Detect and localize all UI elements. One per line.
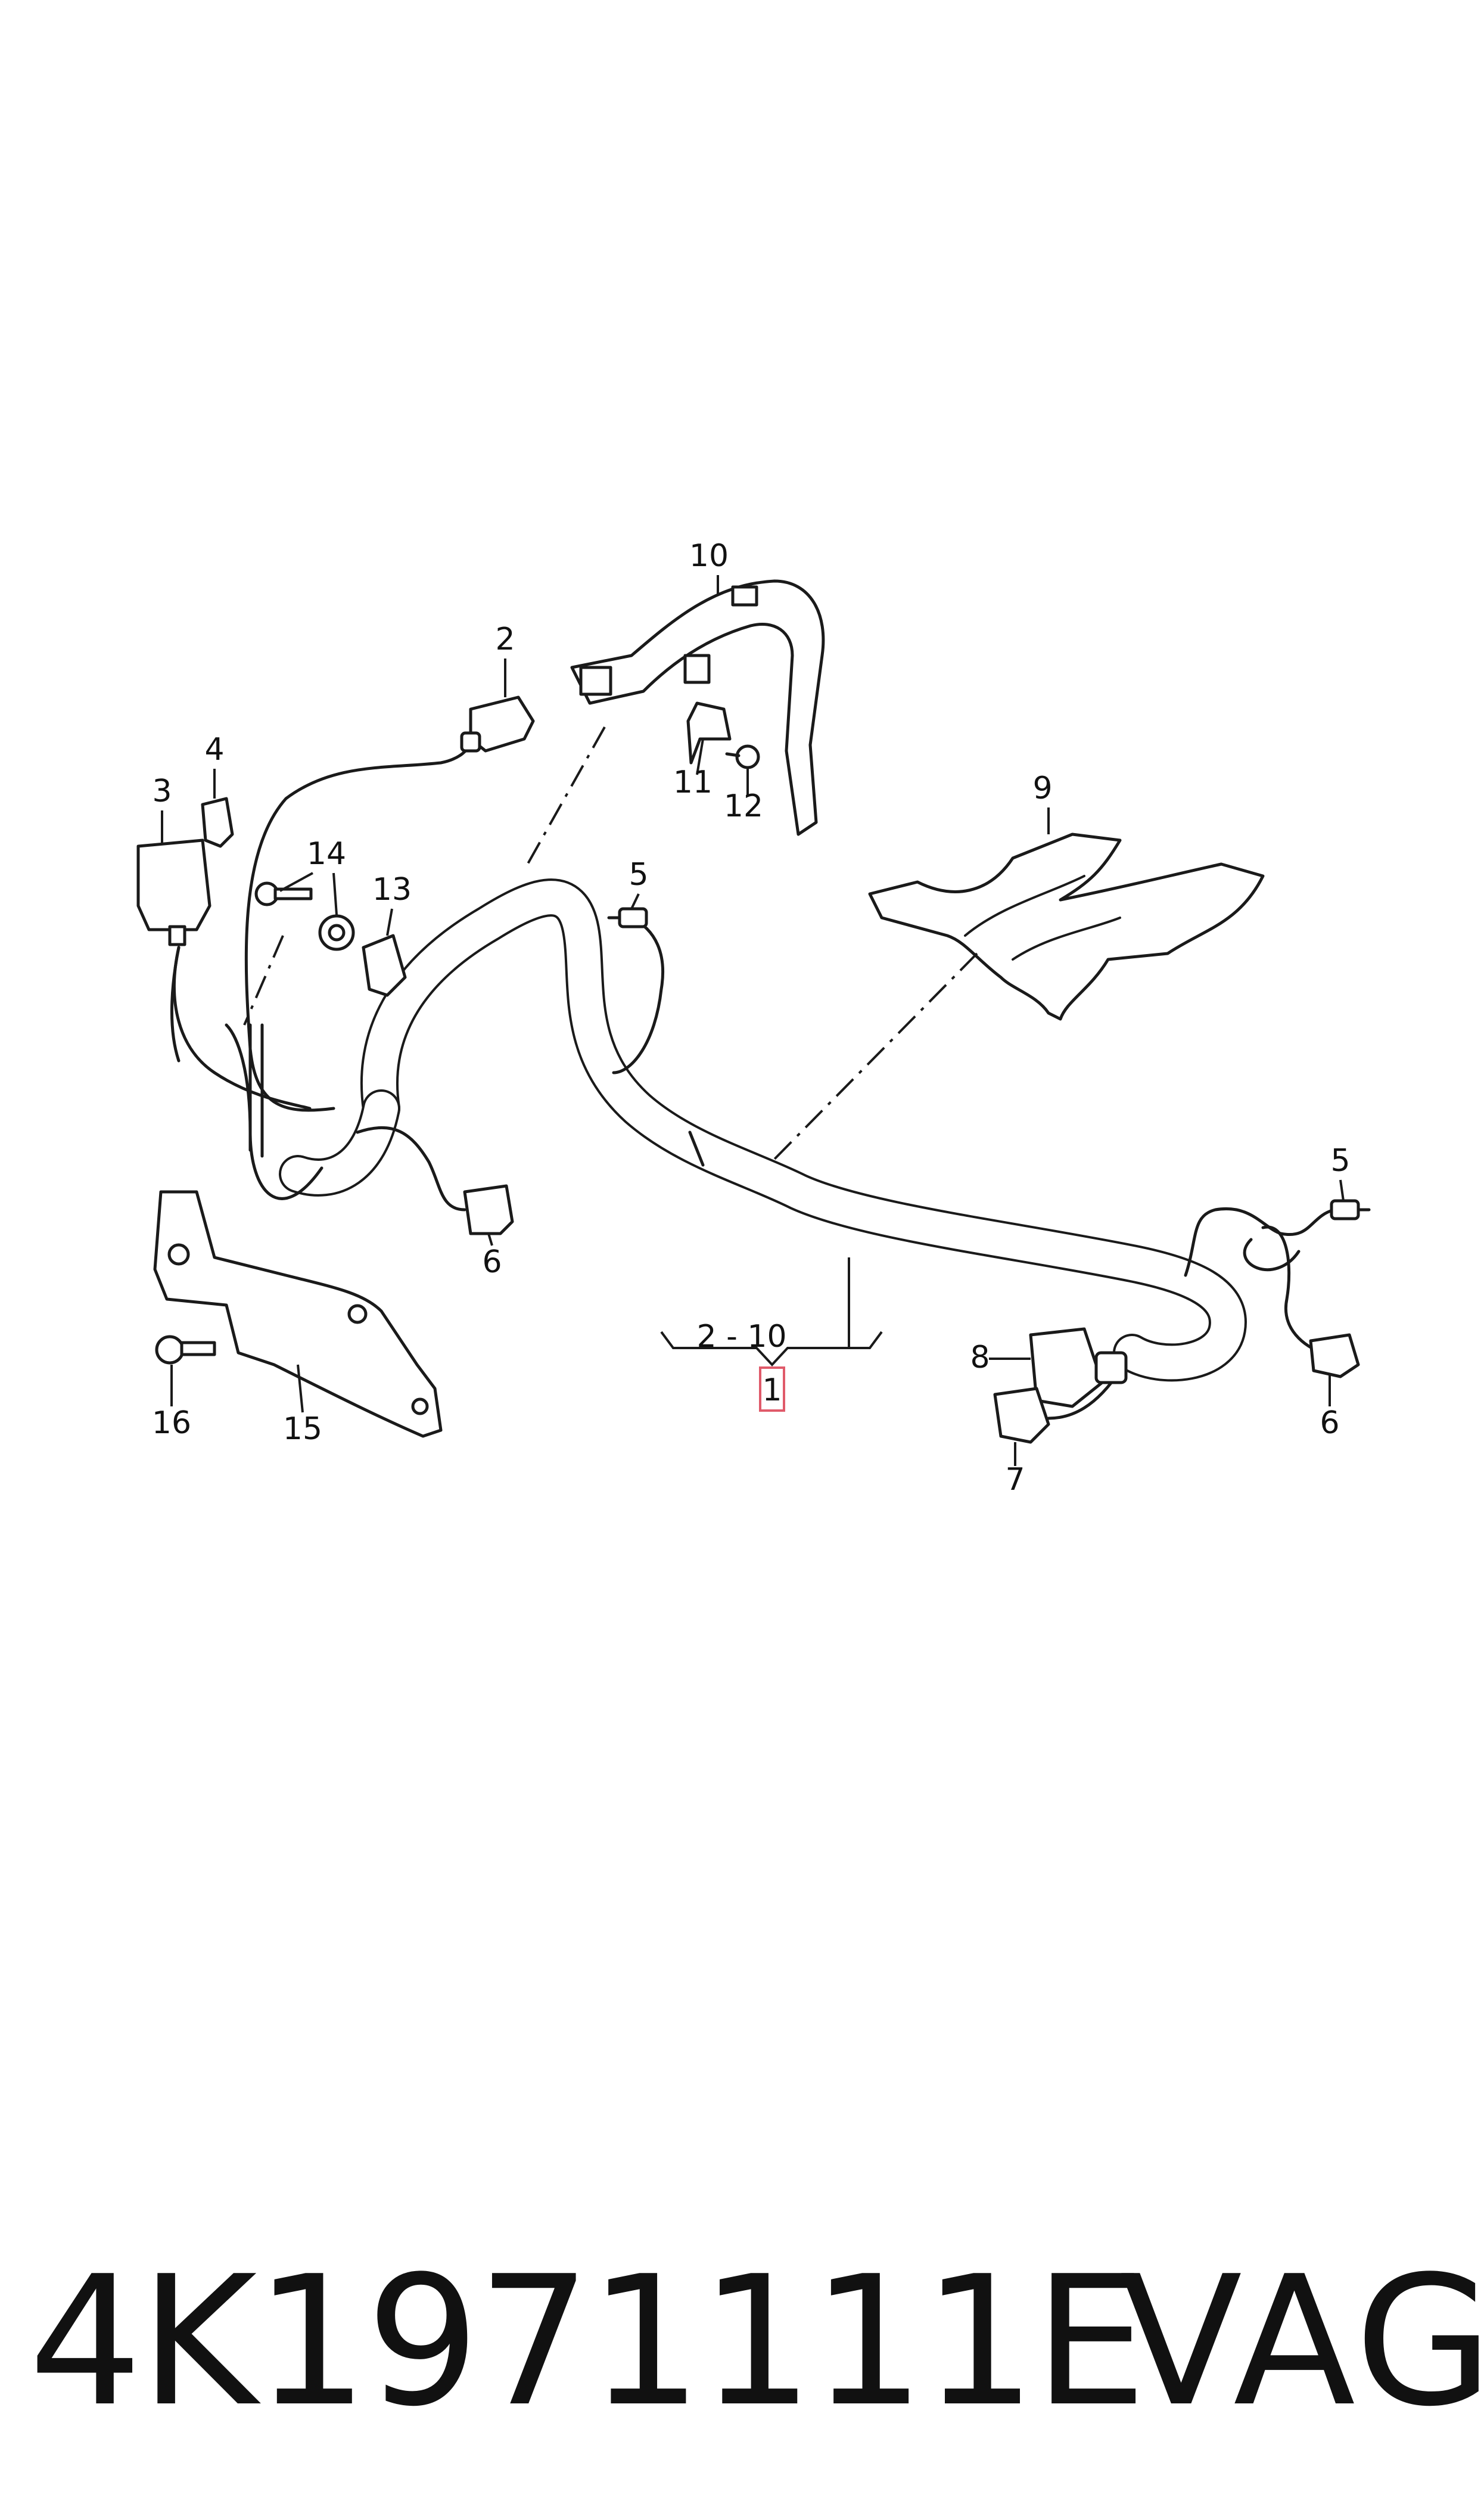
callout-labels: 10 2 43 11 12 9 14 13 5 5 6 16 15 2 - 10 1 8 7 6 — [152, 538, 1351, 1498]
sensor-part-5-right — [1330, 1199, 1371, 1220]
callout-c12: 12 — [724, 788, 763, 824]
connector-part-6-right — [1309, 1333, 1360, 1378]
clip-part-13 — [362, 934, 407, 997]
callout-c3: 3 — [152, 774, 172, 809]
part-number-label: 4K1971111E — [29, 2238, 1147, 2446]
clip-part-11 — [686, 701, 732, 765]
callout-c14: 14 — [307, 836, 346, 872]
highlight-box-callout-1 — [759, 1366, 785, 1412]
callout-c1: 1 — [762, 1372, 782, 1408]
wiring-harness-diagram: 10 2 43 11 12 9 14 13 5 5 6 16 15 2 - 10 1 8 7 6 — [136, 538, 1371, 1498]
bracket-part-9 — [868, 833, 1265, 1021]
callout-c9: 9 — [1032, 771, 1052, 806]
connector-part-8 — [1029, 1327, 1128, 1408]
callout-c10: 10 — [689, 538, 729, 574]
left-branch-wires — [170, 737, 478, 1212]
callout-c8: 8 — [970, 1340, 990, 1375]
callout-c6a: 6 — [482, 1244, 502, 1280]
association-lines — [243, 726, 978, 1160]
clip-part-4 — [201, 797, 234, 848]
callout-c13: 13 — [372, 872, 412, 908]
screw-part-12 — [725, 744, 760, 769]
callout-c5a: 5 — [629, 857, 648, 893]
right-branch-wires — [612, 916, 1336, 1420]
callout-c4: 4 — [204, 732, 224, 768]
connector-part-6-left — [463, 1184, 514, 1235]
connector-part-7 — [993, 1387, 1050, 1444]
callout-c7: 7 — [1005, 1462, 1025, 1498]
callout-c5b: 5 — [1330, 1143, 1350, 1179]
callout-c16: 16 — [152, 1405, 191, 1441]
bracket-part-10 — [570, 579, 825, 836]
callout-c15: 15 — [283, 1411, 322, 1447]
bolt-part-16 — [155, 1335, 216, 1365]
connector-part-3 — [136, 838, 211, 946]
callout-c2: 2 — [495, 622, 515, 657]
footer-bar: 4K1971111E VAG — [0, 2253, 1484, 2431]
callout-c6b: 6 — [1320, 1405, 1339, 1441]
connector-part-2 — [460, 695, 535, 753]
sensor-part-5-left — [607, 907, 648, 928]
callout-c2-10: 2 - 10 — [696, 1319, 786, 1355]
bracket-part-15 — [153, 1190, 443, 1438]
brand-label: VAG — [1120, 2238, 1484, 2446]
callout-c11: 11 — [673, 765, 713, 800]
leader-lines — [161, 575, 1345, 1466]
bolt-part-14 — [254, 881, 355, 951]
